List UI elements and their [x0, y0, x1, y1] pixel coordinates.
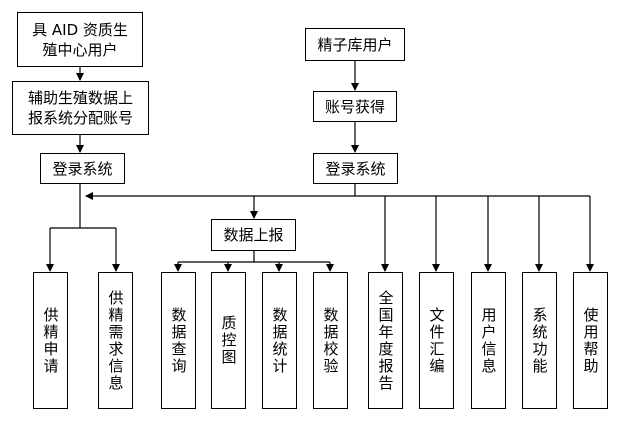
node-file-collection: 文件汇编: [419, 272, 454, 409]
node-data-statistics: 数据统计: [262, 272, 297, 409]
node-login-left: 登录系统: [40, 153, 125, 184]
node-account-obtain: 账号获得: [313, 91, 397, 122]
node-supply-apply: 供精申请: [33, 272, 68, 409]
node-quality-control-chart: 质控图: [211, 272, 246, 409]
node-system-function: 系统功能: [522, 272, 557, 409]
node-data-validation: 数据校验: [313, 272, 348, 409]
node-help: 使用帮助: [573, 272, 608, 409]
node-national-annual-report: 全国年度报告: [368, 272, 403, 409]
node-supply-demand-info: 供精需求信息: [98, 272, 133, 409]
node-login-right: 登录系统: [313, 153, 398, 184]
node-aux-account: 辅助生殖数据上 报系统分配账号: [12, 81, 149, 135]
node-aid-users: 具 AID 资质生 殖中心用户: [17, 12, 143, 67]
node-data-report: 数据上报: [211, 219, 296, 251]
node-sperm-bank-users: 精子库用户: [305, 28, 405, 61]
node-user-info: 用户信息: [471, 272, 506, 409]
node-data-query: 数据查询: [161, 272, 196, 409]
